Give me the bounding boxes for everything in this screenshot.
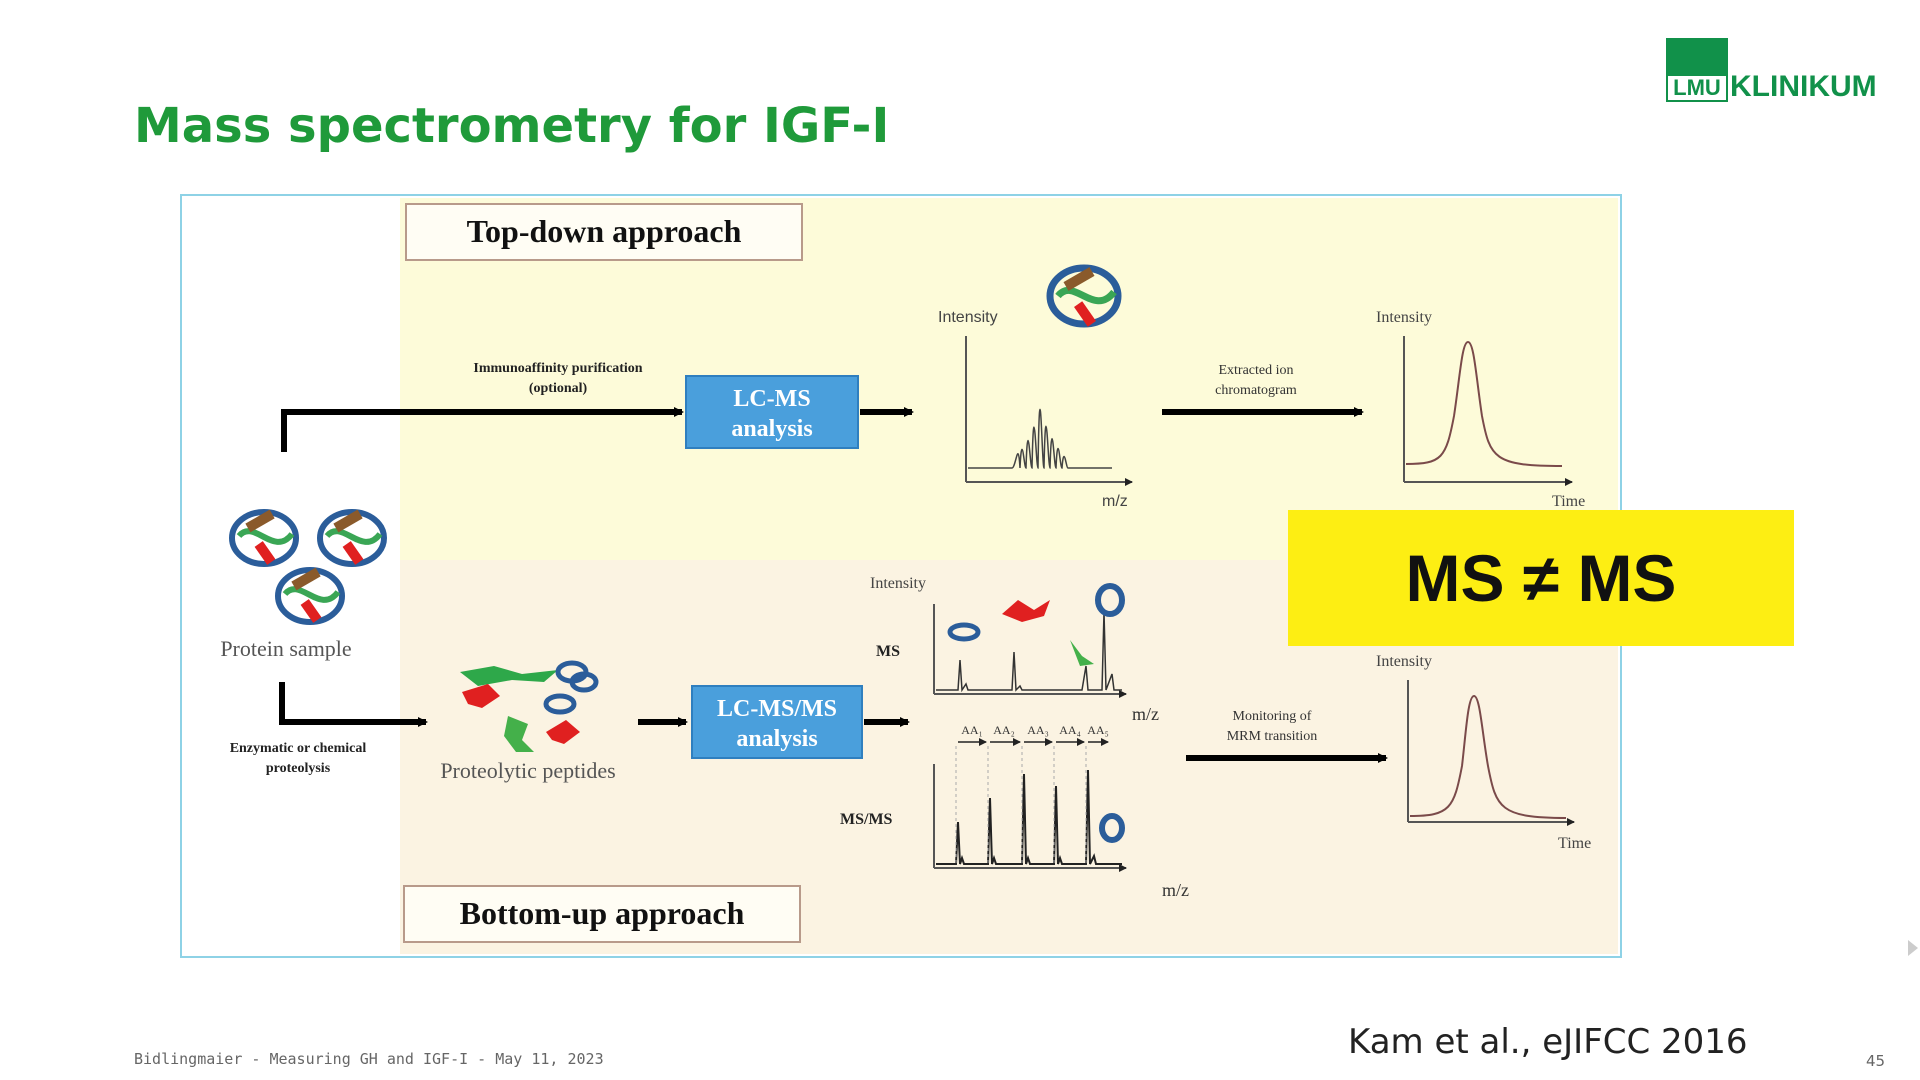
logo-mark: LMU: [1666, 38, 1728, 102]
slide-title: Mass spectrometry for IGF-I: [134, 98, 890, 154]
immunoaffinity-optional-label: (optional): [529, 381, 588, 396]
proteolysis-label-1: Enzymatic or chemical: [230, 741, 367, 756]
svg-text:AA₃: AA₃: [1027, 723, 1049, 737]
top-down-heading: Top-down approach: [405, 203, 803, 261]
proteolysis-label-2: proteolysis: [266, 761, 331, 776]
svg-text:MS/MS: MS/MS: [840, 811, 893, 828]
mrm-label-1: Monitoring of: [1233, 709, 1312, 724]
svg-text:Intensity: Intensity: [1376, 653, 1432, 670]
slide-footer: Bidlingmaier - Measuring GH and IGF-I - …: [134, 1050, 604, 1068]
svg-text:Time: Time: [1552, 493, 1585, 510]
svg-text:Intensity: Intensity: [870, 575, 926, 592]
mrm-label-2: MRM transition: [1227, 729, 1318, 744]
bottom-up-chromatogram: Intensity Time: [1376, 653, 1591, 852]
proteolytic-peptides-label: Proteolytic peptides: [440, 758, 615, 783]
bottom-up-arrow: [279, 682, 428, 727]
bottom-up-ms-spectrum: Intensity MS m/z: [870, 575, 1159, 724]
xic-label-1: Extracted ion: [1218, 363, 1293, 378]
citation: Kam et al., eJIFCC 2016: [1348, 1022, 1748, 1062]
ms-not-equal-ms-callout: MS ≠ MS: [1288, 510, 1794, 646]
bottom-up-heading: Bottom-up approach: [403, 885, 801, 943]
svg-text:LC-MS: LC-MS: [733, 386, 810, 412]
protein-sample-label: Protein sample: [220, 636, 351, 661]
top-down-arrow: [281, 407, 684, 452]
top-down-chromatogram: Intensity Time: [1376, 309, 1585, 510]
svg-text:m/z: m/z: [1132, 704, 1159, 724]
svg-text:m/z: m/z: [1102, 493, 1128, 510]
workflow-diagram: Top-down approach Bottom-up approach: [220, 198, 1618, 954]
lc-msms-box: LC-MS/MS analysis: [691, 685, 863, 759]
lc-ms-box: LC-MS analysis: [685, 375, 859, 449]
svg-text:LC-MS/MS: LC-MS/MS: [717, 696, 837, 722]
proteolytic-peptides-icon: [460, 660, 599, 752]
svg-text:AA₂: AA₂: [993, 723, 1015, 737]
svg-text:analysis: analysis: [736, 726, 817, 752]
page-number: 45: [1866, 1052, 1886, 1070]
immunoaffinity-label: Immunoaffinity purification: [473, 361, 642, 376]
workflow-figure: Top-down approach Bottom-up approach: [180, 194, 1622, 958]
svg-text:Bottom-up approach: Bottom-up approach: [460, 895, 745, 931]
lmu-klinikum-logo: LMU KLINIKUM: [1666, 38, 1877, 102]
logo-text: KLINIKUM: [1730, 70, 1877, 103]
svg-text:AA₄: AA₄: [1059, 723, 1081, 737]
svg-text:Top-down approach: Top-down approach: [467, 213, 742, 249]
svg-text:Time: Time: [1558, 835, 1591, 852]
svg-text:m/z: m/z: [1162, 880, 1189, 900]
svg-text:AA₅: AA₅: [1087, 723, 1109, 737]
xic-label-2: chromatogram: [1215, 383, 1297, 398]
svg-text:MS: MS: [876, 643, 900, 660]
svg-text:Intensity: Intensity: [1376, 309, 1432, 326]
intact-protein-icon: [1046, 264, 1122, 328]
svg-text:Intensity: Intensity: [938, 309, 998, 326]
svg-text:AA₁: AA₁: [961, 723, 983, 737]
top-down-spectrum: Intensity m/z: [938, 309, 1133, 510]
protein-sample-icon: [229, 509, 387, 625]
logo-mark-text: LMU: [1668, 76, 1726, 100]
svg-text:analysis: analysis: [731, 416, 812, 442]
cursor-icon: [1908, 940, 1918, 956]
bottom-up-msms-spectrum: MS/MS AA₁ AA₂ AA₃ AA₄ AA₅ m/z: [840, 723, 1189, 900]
